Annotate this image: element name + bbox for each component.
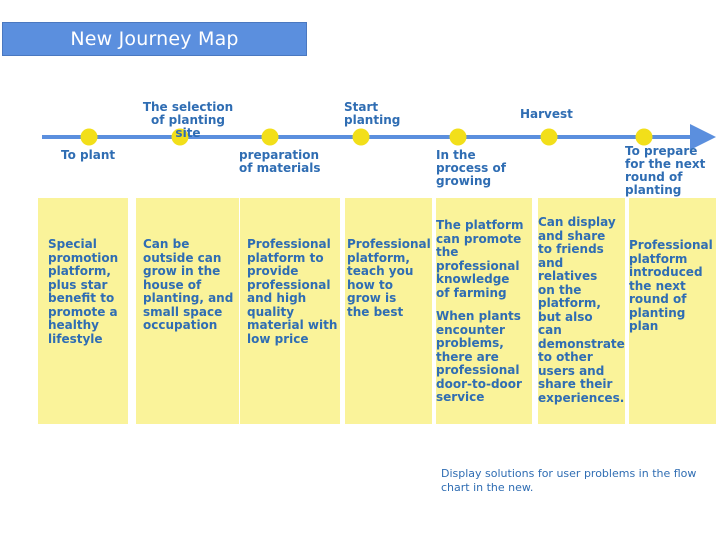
stage-card-4 bbox=[345, 198, 432, 424]
stage-label-harvest: Harvest bbox=[520, 107, 573, 121]
stage-card-6 bbox=[538, 198, 625, 424]
timeline-dot-2 bbox=[171, 128, 189, 146]
timeline bbox=[42, 124, 716, 150]
stage-card-5 bbox=[436, 198, 532, 424]
timeline-dot-7 bbox=[635, 128, 653, 146]
timeline-dot-4 bbox=[352, 128, 370, 146]
timeline-dot-1 bbox=[80, 128, 98, 146]
timeline-dot-3 bbox=[261, 128, 279, 146]
footnote: Display solutions for user problems in t… bbox=[441, 467, 697, 494]
stage-card-3 bbox=[240, 198, 340, 424]
stage-label-to-plant: To plant bbox=[61, 148, 116, 162]
journey-map-title: New Journey Map bbox=[2, 22, 307, 56]
stage-card-2 bbox=[136, 198, 239, 424]
timeline-dot-5 bbox=[449, 128, 467, 146]
stage-card-7 bbox=[629, 198, 716, 424]
title-text: New Journey Map bbox=[70, 28, 239, 50]
timeline-arrowhead bbox=[690, 124, 716, 150]
timeline-dot-6 bbox=[540, 128, 558, 146]
stage-card-1 bbox=[38, 198, 128, 424]
